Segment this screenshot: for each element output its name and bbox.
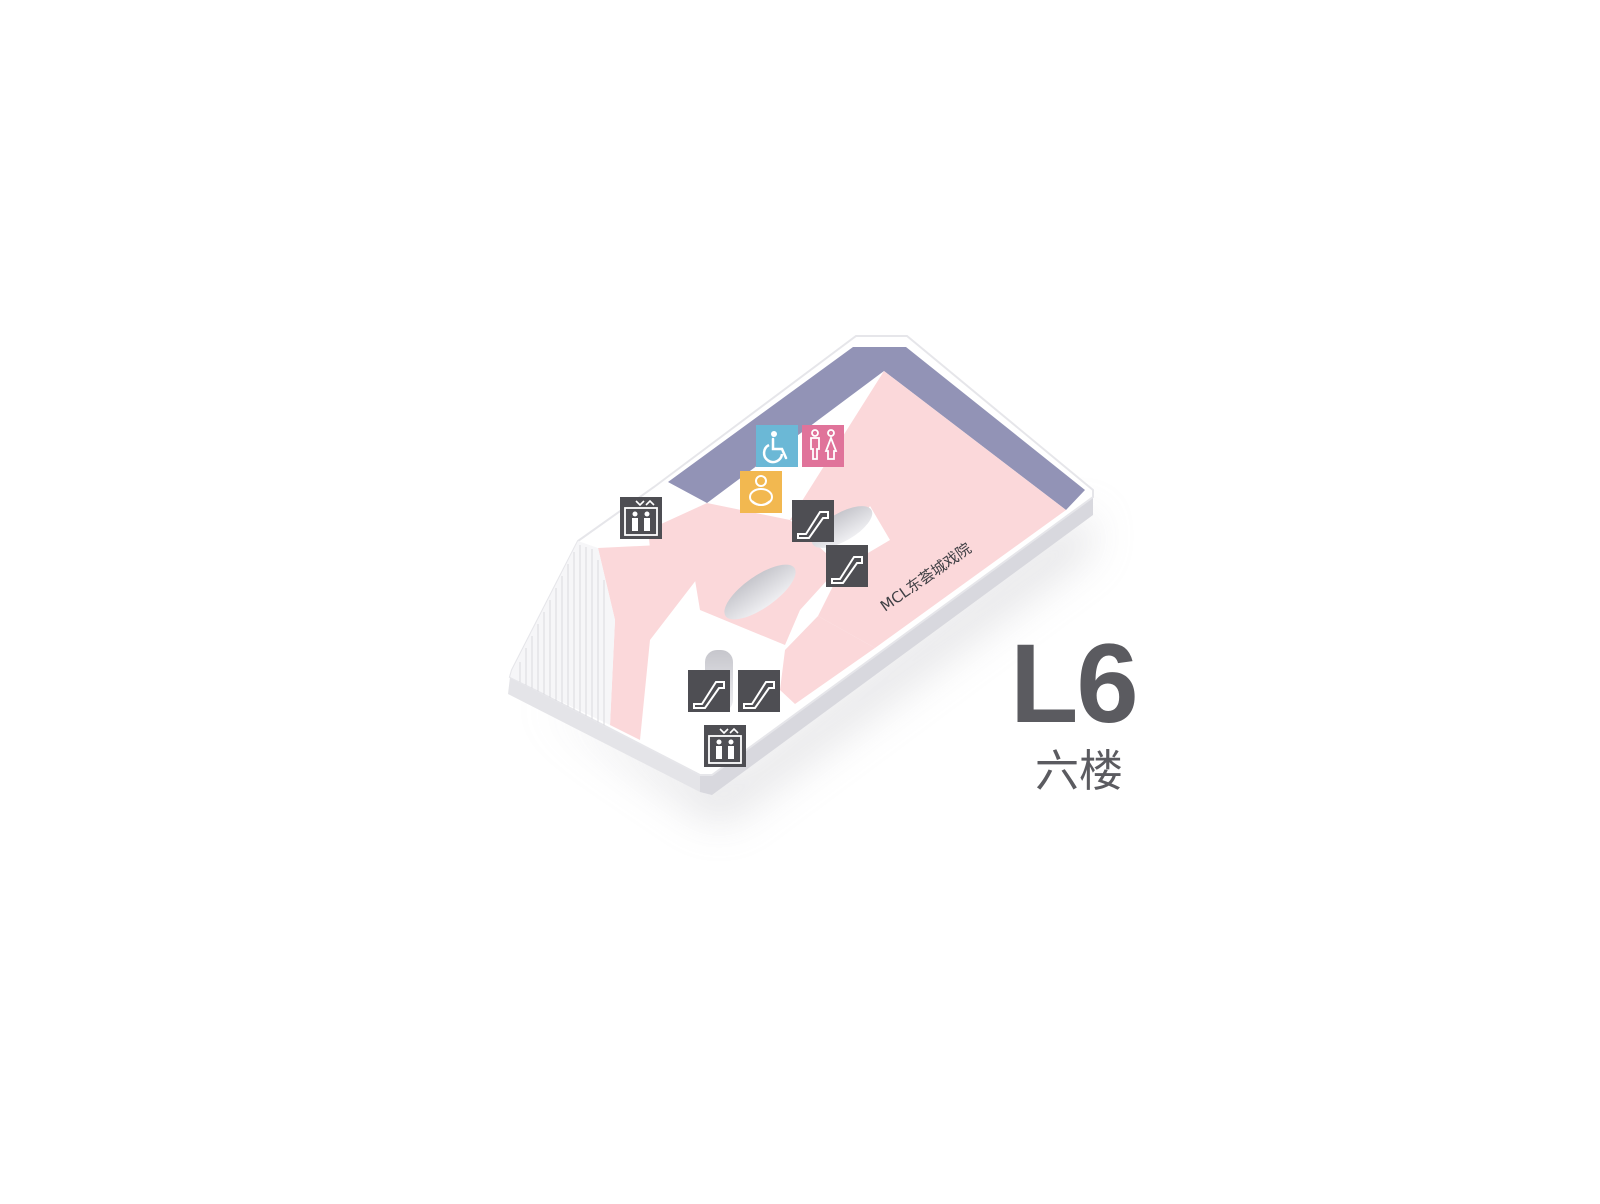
slab-edge-front: [508, 677, 700, 792]
elevator-icon[interactable]: [704, 725, 746, 767]
elevator-icon[interactable]: [620, 497, 662, 539]
atrium-void-center: [724, 564, 796, 620]
hatched-zone: [510, 541, 615, 726]
wheelchair-icon[interactable]: [756, 425, 798, 467]
toilet-icon[interactable]: [802, 425, 844, 467]
shop-block-lower-right: [780, 616, 875, 704]
floor-code: L6: [1010, 621, 1139, 746]
slab-edge-right: [700, 497, 1093, 795]
escalator-icon[interactable]: [826, 545, 868, 587]
baby-icon[interactable]: [740, 471, 782, 513]
escalator-icon[interactable]: [792, 500, 834, 542]
shop-block-left: [598, 545, 700, 740]
escalator-icon[interactable]: [688, 670, 730, 712]
floor-name: 六楼: [1035, 746, 1123, 797]
escalator-icon[interactable]: [738, 670, 780, 712]
service-corridor: [668, 347, 1085, 510]
